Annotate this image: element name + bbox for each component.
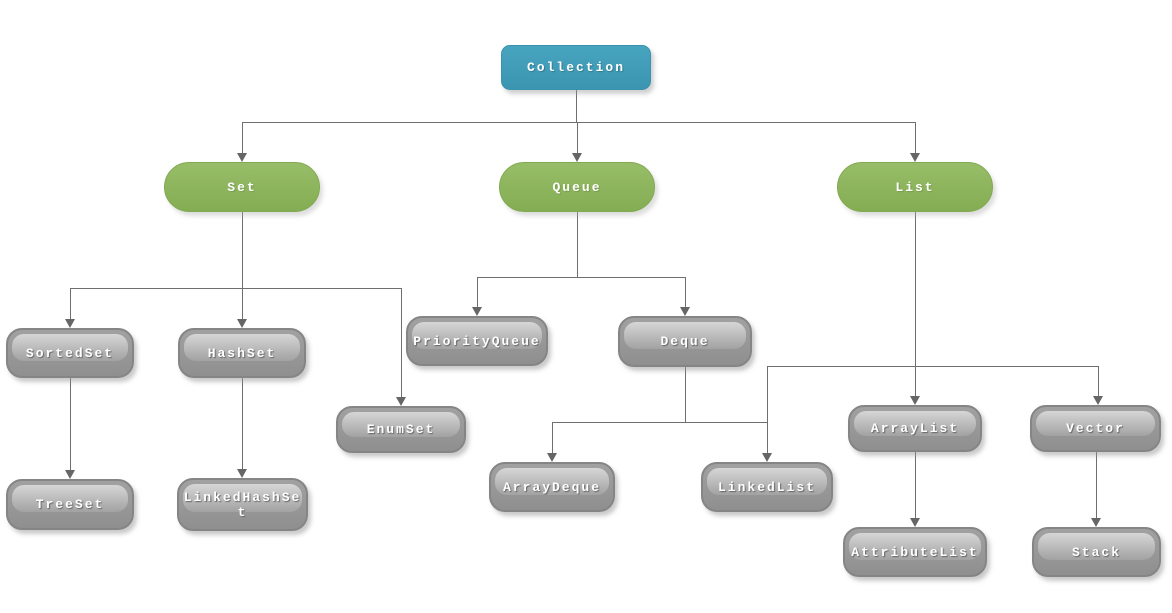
arrowhead-into-stack	[1091, 518, 1101, 527]
node-priorityqueue: PriorityQueue	[406, 316, 548, 366]
edge-deque-arraydeque	[552, 422, 553, 454]
edge-set-sortedset	[70, 288, 71, 320]
edge-queue-stem	[577, 212, 578, 278]
node-arraydeque-label: ArrayDeque	[502, 479, 601, 495]
arrowhead-into-list	[910, 153, 920, 162]
node-sortedset-label: SortedSet	[25, 345, 115, 361]
node-list: List	[837, 162, 993, 212]
edge-queue-branch	[477, 277, 685, 278]
edge-collection-queue	[577, 122, 578, 154]
edge-list-branch	[767, 366, 1098, 367]
node-stack: Stack	[1032, 527, 1161, 577]
node-set: Set	[164, 162, 320, 212]
node-vector: Vector	[1030, 405, 1161, 452]
edge-list-stem	[915, 212, 916, 367]
node-list-label: List	[895, 179, 935, 195]
edge-list-linkedlist	[767, 366, 768, 454]
edge-collection-set	[242, 122, 243, 154]
edge-collection-branch	[242, 122, 915, 123]
arrowhead-into-vector	[1093, 396, 1103, 405]
node-arraylist-label: ArrayList	[870, 421, 960, 436]
node-arraydeque: ArrayDeque	[489, 462, 615, 512]
node-deque: Deque	[618, 316, 752, 367]
arrowhead-into-priorityqueue	[472, 307, 482, 316]
arrowhead-into-arraydeque	[547, 453, 557, 462]
node-linkedhashset: LinkedHashSet	[177, 478, 308, 531]
node-deque-label: Deque	[660, 334, 710, 349]
arrowhead-into-linkedhashset	[237, 469, 247, 478]
node-collection-label: Collection	[526, 60, 625, 75]
node-queue: Queue	[499, 162, 655, 212]
edge-collection-list	[915, 122, 916, 154]
node-enumset-label: EnumSet	[366, 422, 436, 437]
arrowhead-into-treeset	[65, 470, 75, 479]
arrowhead-into-queue	[572, 153, 582, 162]
arrowhead-into-sortedset	[65, 319, 75, 328]
edge-set-enumset	[401, 288, 402, 398]
edge-set-hashset	[242, 288, 243, 320]
arrowhead-into-set	[237, 153, 247, 162]
arrowhead-into-arraylist	[910, 396, 920, 405]
node-hashset: HashSet	[178, 328, 306, 378]
node-treeset: TreeSet	[6, 479, 134, 530]
edge-set-branch	[70, 288, 401, 289]
node-set-label: Set	[227, 179, 257, 195]
node-hashset-label: HashSet	[207, 345, 277, 361]
node-linkedhashset-label: LinkedHashSet	[183, 489, 302, 520]
arrowhead-into-enumset	[396, 397, 406, 406]
node-stack-label: Stack	[1071, 544, 1121, 560]
edge-deque-stem	[685, 367, 686, 423]
node-linkedlist: LinkedList	[701, 462, 833, 512]
node-linkedlist-label: LinkedList	[717, 479, 816, 495]
arrowhead-into-hashset	[237, 319, 247, 328]
edge-arraylist-attributelist	[915, 452, 916, 519]
edge-queue-deque	[685, 277, 686, 308]
node-collection: Collection	[501, 45, 651, 90]
edge-queue-priorityqueue	[477, 277, 478, 308]
node-attributelist: AttributeList	[843, 527, 987, 577]
edge-list-vector	[1098, 366, 1099, 397]
edge-sortedset-treeset	[70, 378, 71, 471]
edge-deque-branch	[552, 422, 767, 423]
edge-collection-stem	[576, 90, 577, 123]
node-arraylist: ArrayList	[848, 405, 982, 452]
arrowhead-into-deque	[680, 307, 690, 316]
node-vector-label: Vector	[1066, 421, 1125, 436]
edge-list-arraylist	[915, 366, 916, 397]
node-enumset: EnumSet	[336, 406, 466, 453]
arrowhead-into-linkedlist	[762, 453, 772, 462]
arrowhead-into-attributelist	[910, 518, 920, 527]
edge-vector-stack	[1096, 452, 1097, 519]
node-priorityqueue-label: PriorityQueue	[413, 333, 541, 349]
edge-set-stem	[242, 212, 243, 289]
node-treeset-label: TreeSet	[35, 497, 105, 512]
node-sortedset: SortedSet	[6, 328, 134, 378]
node-queue-label: Queue	[552, 179, 602, 195]
edge-hashset-linkedhashset	[242, 378, 243, 470]
node-attributelist-label: AttributeList	[851, 544, 979, 560]
